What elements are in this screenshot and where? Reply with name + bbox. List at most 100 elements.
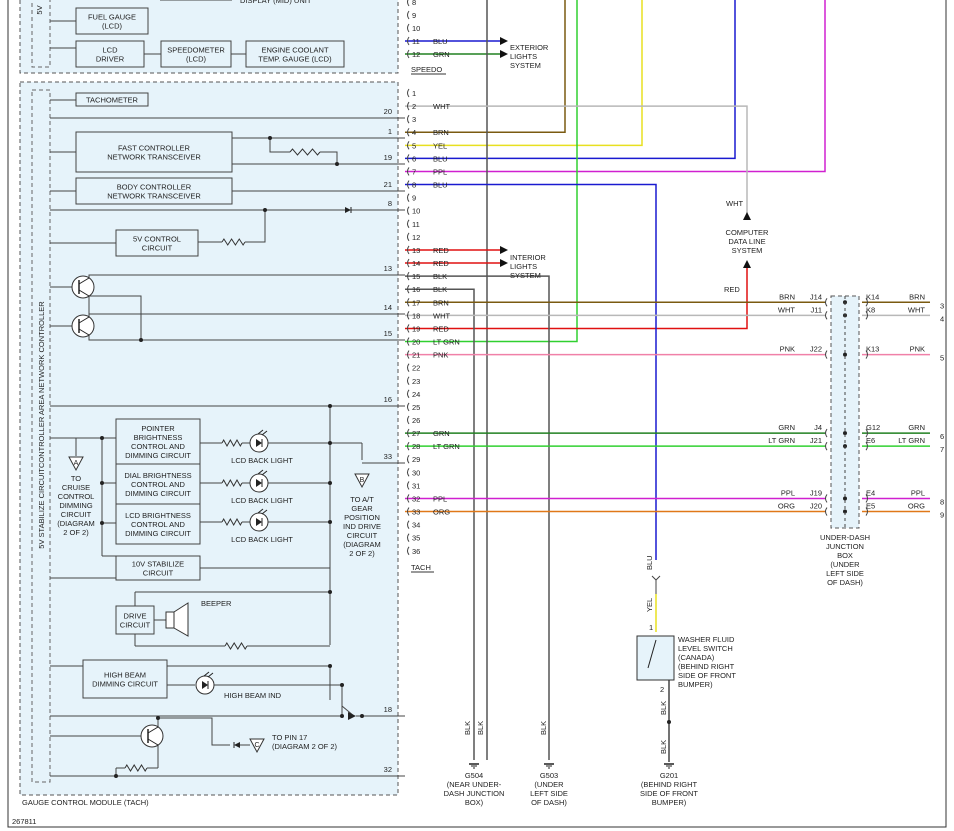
- tach-wire-color: RED: [433, 324, 449, 333]
- module-name-label: GAUGE CONTROL MODULE (TACH): [22, 798, 149, 807]
- connector-chevron-icon: [407, 468, 410, 477]
- connector-chevron-icon: [407, 363, 410, 372]
- engine-coolant-block: [245, 40, 345, 68]
- junction-dot: [156, 716, 160, 720]
- connector-chevron-icon: [407, 376, 410, 386]
- junction-dot: [328, 590, 332, 594]
- high-beam-dimming-block-label: HIGH BEAM: [104, 671, 146, 680]
- backlight-pointer-icon: [257, 429, 264, 435]
- to-at-gear-label: 2 OF 2): [349, 549, 375, 558]
- jb-right-wire: GRN: [908, 423, 925, 432]
- jb-right-terminal: K14: [866, 292, 879, 301]
- to-cruise-label: DIMMING: [59, 501, 92, 510]
- backlight-dial-icon: [261, 470, 268, 476]
- connector-chevron-icon: [407, 219, 410, 229]
- connector-chevron-icon: [407, 494, 410, 503]
- dial-dimming-block: [115, 463, 201, 505]
- jb-left-terminal: J14: [810, 292, 822, 301]
- tach-pin-number: 32: [412, 494, 420, 503]
- jb-chevron-icon: [825, 311, 828, 320]
- upper-side-strip: [31, 0, 51, 68]
- to-pin17-label: TO PIN 17: [272, 733, 307, 742]
- connector-chevron-icon: [407, 193, 410, 202]
- tach-pin-number: 28: [412, 442, 420, 451]
- ground-label: G504: [465, 771, 483, 780]
- jb-chevron-icon: [865, 350, 868, 359]
- jb-chevron-icon: [825, 494, 828, 503]
- speedometer-block-label: (LCD): [186, 55, 207, 64]
- to-at-gear-label: POSITION: [344, 513, 380, 522]
- connector-chevron-icon: [407, 0, 410, 7]
- connector-chevron-icon: [407, 167, 410, 176]
- tachometer-block-label: TACHOMETER: [86, 96, 139, 105]
- tachometer-block: [75, 92, 149, 107]
- jb-left-wire: PPL: [781, 488, 795, 497]
- pointer-dimming-block-label: DIMMING CIRCUIT: [125, 451, 191, 460]
- tach-pin-number: 19: [412, 324, 420, 333]
- tach-wire-color: BLK: [433, 285, 447, 294]
- transistor-icon: [78, 316, 90, 324]
- jb-junction-dot: [843, 431, 847, 436]
- module-side-strip: [31, 89, 51, 783]
- fuel-gauge-block-label: (LCD): [102, 22, 123, 31]
- computer-data-line-label: COMPUTER: [726, 228, 770, 237]
- wire-red-19: [405, 266, 748, 330]
- offpage-marker-c-label: C: [254, 742, 259, 749]
- jb-left-wire: ORG: [778, 502, 795, 511]
- internal-pin-label: 16: [384, 395, 392, 404]
- connector-chevron-icon: [407, 311, 410, 320]
- tach-pin-number: 10: [412, 207, 420, 216]
- fast-can-block-label: FAST CONTROLLER: [118, 144, 191, 153]
- pointer-dimming-block-label: CONTROL AND: [131, 442, 185, 451]
- connector-chevron-icon: [407, 206, 410, 216]
- fast-can-block: [75, 131, 233, 173]
- dial-dimming-block-label: DIMMING CIRCUIT: [125, 489, 191, 498]
- jb-left-terminal: J20: [810, 502, 822, 511]
- high-beam-ind-label: HIGH BEAM IND: [224, 691, 282, 700]
- to-cruise-label: CRUISE: [62, 483, 90, 492]
- connector-chevron-icon: [407, 533, 410, 543]
- lcd-dimming-block-label: DIMMING CIRCUIT: [125, 529, 191, 538]
- backlight-lcd-label: LCD BACK LIGHT: [231, 535, 293, 544]
- tach-wire-color: LT GRN: [433, 442, 460, 451]
- tach-pin-number: 16: [412, 285, 420, 294]
- jb-right-wire: PNK: [910, 345, 925, 354]
- jb-right-wire: PPL: [911, 488, 925, 497]
- jb-junction-dot: [843, 509, 847, 514]
- tach-wire-color: WHT: [433, 102, 450, 111]
- connector-chevron-icon: [407, 415, 410, 425]
- junction-box-label: OF DASH): [827, 578, 863, 587]
- junction-box-label: LEFT SIDE: [826, 569, 864, 578]
- dial-dimming-block-label: DIAL BRIGHTNESS: [124, 471, 191, 480]
- tach-pin-number: 11: [412, 220, 420, 229]
- components-layer: FUEL GAUGE(LCD)LCDDRIVERSPEEDOMETER(LCD)…: [68, 0, 868, 778]
- jb-right-terminal: K8: [866, 305, 875, 314]
- to-cruise-label: CIRCUIT: [61, 510, 92, 519]
- washer-wire-yel: YEL: [645, 598, 654, 612]
- to-pin17-label: (DIAGRAM 2 OF 2): [272, 742, 338, 751]
- jb-output-pin: 5: [940, 354, 944, 363]
- lcd-dimming-block-label: LCD BRIGHTNESS: [125, 511, 191, 520]
- tach-pin-number: 34: [412, 521, 420, 530]
- wire-pin14: [88, 313, 405, 317]
- tach-pin-number: 12: [412, 233, 420, 242]
- tach-pin-number: 33: [412, 508, 420, 517]
- resistor-icon: [224, 642, 248, 650]
- to-cruise-label: (DIAGRAM: [57, 519, 95, 528]
- tach-wire-color: BRN: [433, 298, 449, 307]
- tach-wire-color: LT GRN: [433, 338, 460, 347]
- offpage-marker-c: [249, 738, 265, 754]
- connector-chevron-icon: [407, 101, 410, 111]
- connector-chevron-icon: [407, 23, 410, 33]
- internal-pin-label: 8: [388, 199, 392, 208]
- high-beam-dimming-block-label: DIMMING CIRCUIT: [92, 680, 158, 689]
- bottom-transistor-icon: [140, 724, 164, 748]
- jb-output-pin: 6: [940, 432, 944, 441]
- tach-pin-number: 27: [412, 429, 420, 438]
- connector-chevron-icon: [407, 10, 410, 20]
- tach-wire-color: PPL: [433, 494, 447, 503]
- jb-chevron-icon: [865, 428, 868, 438]
- ground-label: (UNDER: [534, 780, 564, 789]
- transistor-icon: [71, 314, 95, 338]
